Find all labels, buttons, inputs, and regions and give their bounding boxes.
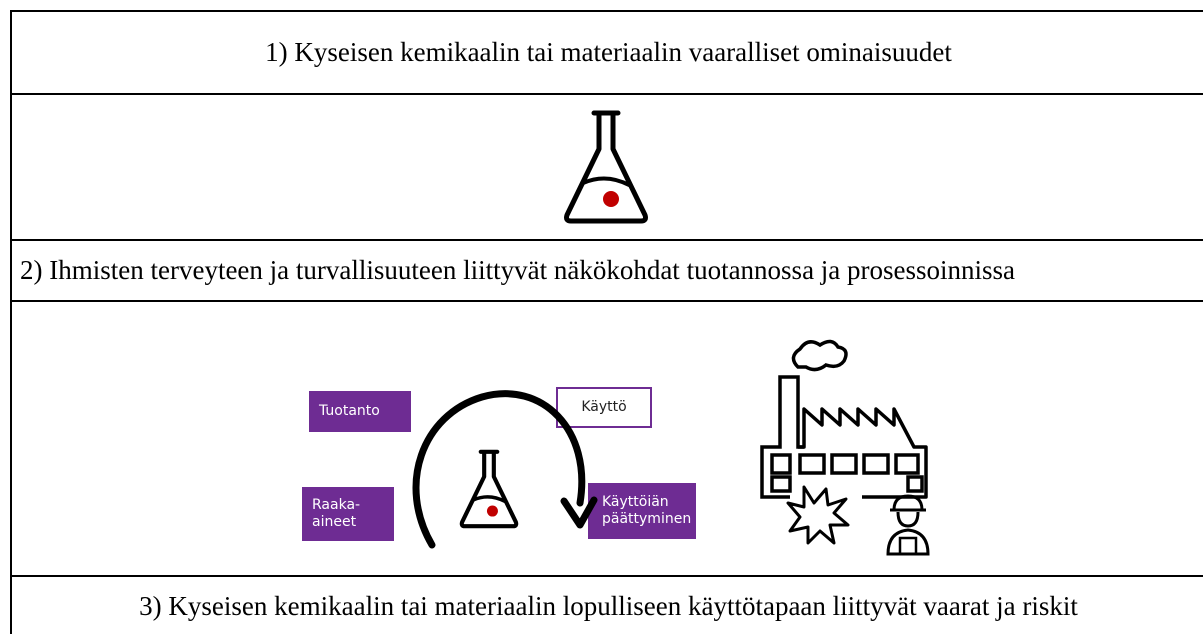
- row-flask-illustration: [12, 95, 1203, 241]
- flask-icon: [459, 449, 519, 529]
- heading-hazard-properties: 1) Kyseisen kemikaalin tai materiaalin v…: [265, 37, 952, 67]
- row-hazard-properties: 1) Kyseisen kemikaalin tai materiaalin v…: [12, 12, 1203, 95]
- circular-arrow-icon: [412, 390, 598, 549]
- use-box: Käyttö: [556, 387, 652, 428]
- raw-materials-box: Raaka- aineet: [302, 487, 394, 541]
- row-health-safety: 2) Ihmisten terveyteen ja turvallisuutee…: [12, 241, 1203, 302]
- row-end-use-risks: 3) Kyseisen kemikaalin tai materiaalin l…: [12, 577, 1203, 636]
- production-box: Tuotanto: [309, 391, 411, 432]
- heading-health-safety: 2) Ihmisten terveyteen ja turvallisuutee…: [20, 255, 1016, 285]
- info-table: 1) Kyseisen kemikaalin tai materiaalin v…: [10, 10, 1203, 634]
- end-of-life-box: Käyttöiän päättyminen: [588, 483, 696, 539]
- worker-icon: [886, 494, 930, 556]
- row-lifecycle-illustration: Tuotanto Käyttö Raaka- aineet Käyttöiän …: [12, 302, 1203, 577]
- flask-icon: [564, 110, 648, 224]
- factory-icon: [760, 339, 928, 499]
- heading-end-use-risks: 3) Kyseisen kemikaalin tai materiaalin l…: [139, 591, 1078, 621]
- explosion-icon: [786, 485, 850, 545]
